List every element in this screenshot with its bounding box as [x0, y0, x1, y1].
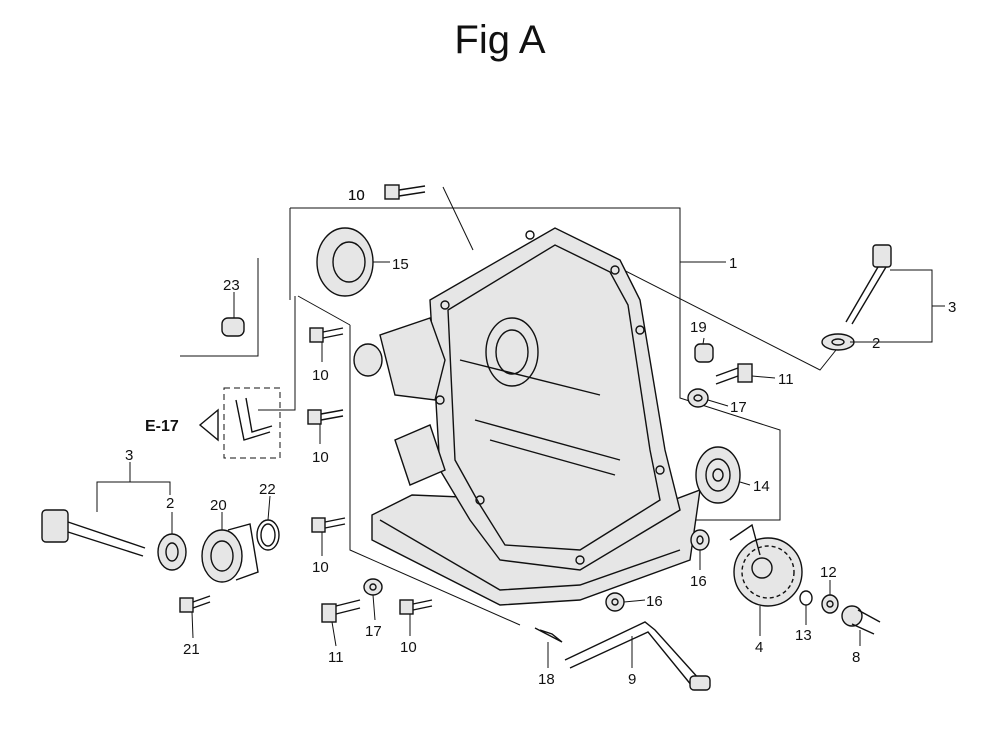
shaft-8: [841, 605, 881, 635]
bolt-10-middle: [307, 409, 344, 425]
callout-label: 16: [690, 573, 707, 590]
callout-label: 11: [328, 649, 344, 666]
callout-label: 4: [755, 639, 763, 656]
o-ring-22: [256, 519, 280, 551]
callout-label: 17: [730, 399, 747, 416]
callout-label: 1: [729, 255, 737, 272]
leader-lines: [96, 186, 945, 668]
callout-label: 20: [210, 497, 227, 514]
callout-label: 9: [628, 671, 636, 688]
washer-17-bottom: [363, 578, 383, 596]
governor-arm-9: [564, 621, 711, 691]
callout-label: 16: [646, 593, 663, 610]
callout-label: 8: [852, 649, 860, 666]
callout-label: 17: [365, 623, 382, 640]
callout-label: 18: [538, 671, 555, 688]
group-boundary-lines: [180, 207, 841, 626]
callout-label: 10: [312, 559, 329, 576]
o-ring-2-left: [157, 533, 187, 571]
callout-label: 13: [795, 627, 812, 644]
callout-labels: 1 2 2 3 3 4 8 9 10 10 10 10 10 10 11 11 …: [125, 187, 956, 688]
callout-label: 12: [820, 564, 837, 581]
callout-label: 23: [223, 277, 240, 294]
bolt-10-top: [384, 184, 426, 200]
oil-filler-cap-3-right: [845, 244, 892, 325]
callout-label: 22: [259, 481, 276, 498]
bolt-10-upper: [309, 327, 344, 343]
oil-filler-neck-20: [201, 523, 259, 583]
governor-gear-4: [729, 523, 803, 607]
washer-13: [799, 590, 813, 606]
callout-label: 2: [166, 495, 174, 512]
bolt-21: [179, 595, 211, 613]
callout-label: 10: [312, 367, 329, 384]
bolt-11-right: [715, 363, 753, 385]
bolt-10-lower: [311, 517, 346, 533]
hose-e17: [198, 387, 281, 459]
washer-12: [821, 594, 839, 614]
dowel-pin-23: [221, 317, 245, 337]
callout-label: 21: [183, 641, 200, 658]
washer-16-bottom: [605, 592, 625, 612]
callout-label: 10: [312, 449, 329, 466]
washer-16-right: [690, 529, 710, 551]
bearing-14: [695, 446, 741, 504]
figure-title: Fig A: [454, 18, 546, 62]
reference-e17-label: E-17: [145, 418, 179, 435]
callout-label: 10: [348, 187, 365, 204]
callout-label: 3: [948, 299, 956, 316]
callout-label: 11: [778, 371, 794, 388]
callout-label: 14: [753, 478, 770, 495]
callout-label: 10: [400, 639, 417, 656]
bolt-10-bottom: [399, 599, 433, 615]
washer-17-right: [687, 388, 709, 408]
callout-label: 10: [348, 187, 365, 204]
callout-label: 3: [125, 447, 133, 464]
oil-seal-15: [316, 227, 374, 297]
clip-18: [534, 627, 563, 643]
callout-label: 19: [690, 319, 707, 336]
callout-label: 15: [392, 256, 409, 273]
bolt-11-bottom: [321, 599, 361, 623]
oil-filler-cap-3-left: [41, 509, 146, 557]
callout-label: 2: [872, 335, 880, 352]
crankcase-cover: [353, 227, 701, 606]
collar-19: [694, 343, 714, 363]
o-ring-2-right: [821, 333, 855, 351]
